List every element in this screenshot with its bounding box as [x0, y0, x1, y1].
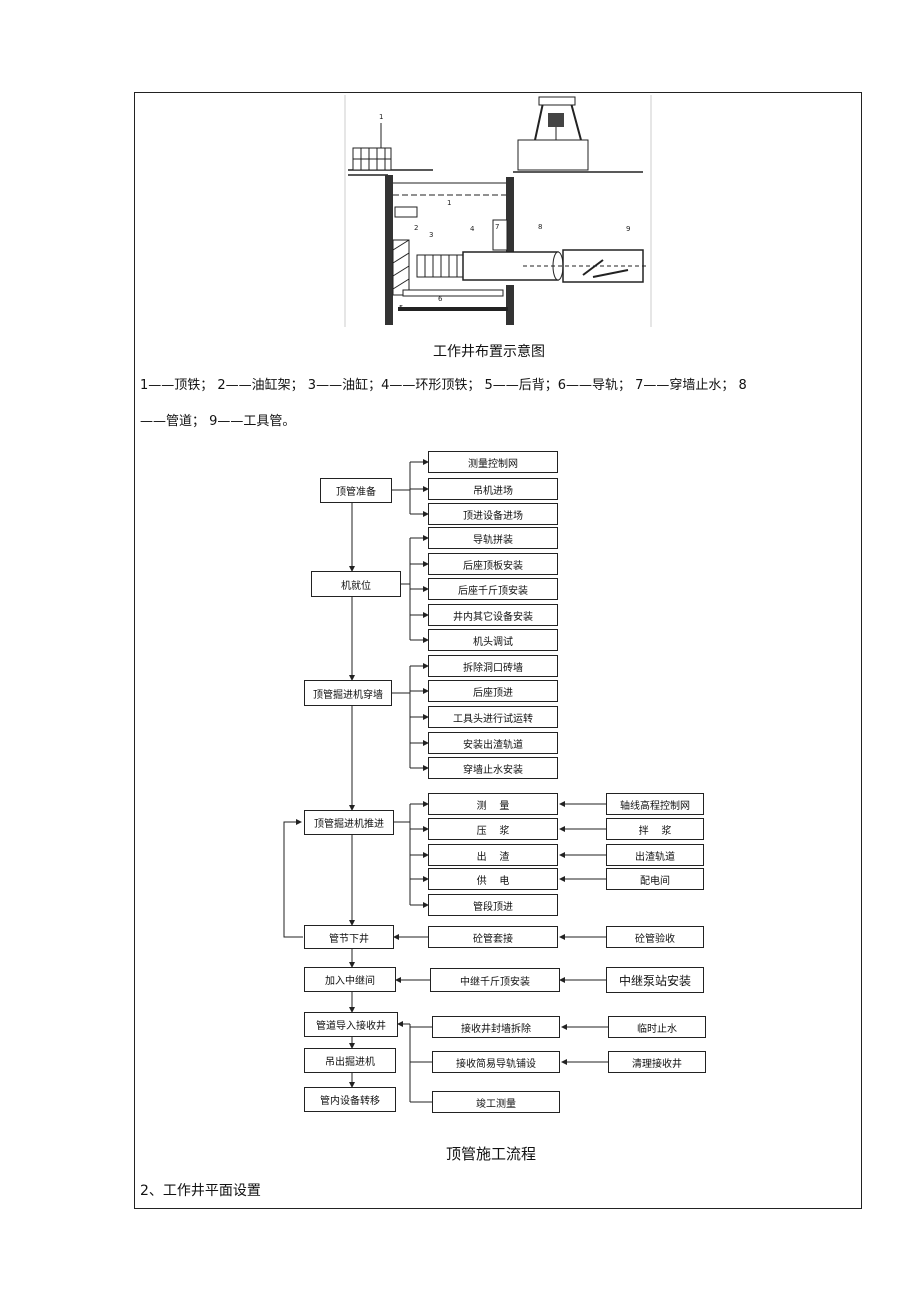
flow-zhongji-1: 中继千斤顶安装 — [430, 968, 560, 992]
flow-xiajing-2: 砼管验收 — [606, 926, 704, 948]
flow-g4-2: 压 浆 — [428, 818, 558, 840]
flow-xiajing-1: 砼管套接 — [428, 926, 558, 948]
flow-daogui-2: 清理接收井 — [608, 1051, 706, 1073]
callout-7: 7 — [495, 223, 499, 231]
flow-g4r-1: 轴线高程控制网 — [606, 793, 704, 815]
legend-line-1: 1——顶铁； 2——油缸架； 3——油缸；4——环形顶铁； 5——后背；6——导… — [140, 378, 747, 393]
callout-4: 4 — [470, 225, 475, 233]
flow-g4-3: 出 渣 — [428, 844, 558, 866]
flow-daogui-1: 接收简易导轨铺设 — [432, 1051, 560, 1073]
flow-g3-5: 穿墙止水安装 — [428, 757, 558, 779]
flow-jieshou-1: 接收井封墙拆除 — [432, 1016, 560, 1038]
document-frame — [134, 92, 862, 1209]
flow-g2-3: 后座千斤顶安装 — [428, 578, 558, 600]
work-shaft-diagram: 1 1 2 3 4 5 6 7 8 9 — [344, 95, 652, 327]
flow-g2-5: 机头调试 — [428, 629, 558, 651]
callout-9: 9 — [626, 225, 630, 233]
flow-g1-2: 吊机进场 — [428, 478, 558, 500]
flow-main-5: 管节下井 — [304, 925, 394, 949]
callout-2: 2 — [414, 224, 418, 232]
flow-main-4: 顶管掘进机推进 — [304, 810, 394, 835]
flow-main-2: 机就位 — [311, 571, 401, 597]
callout-1-top: 1 — [379, 113, 383, 121]
flow-g1-1: 测量控制网 — [428, 451, 558, 473]
flow-g4r-3: 出渣轨道 — [606, 844, 704, 866]
flow-g2-1: 导轨拼装 — [428, 527, 558, 549]
flow-g2-4: 井内其它设备安装 — [428, 604, 558, 626]
flow-g3-2: 后座顶进 — [428, 680, 558, 702]
callout-5: 5 — [399, 304, 403, 312]
flow-g4r-4: 配电间 — [606, 868, 704, 890]
flow-g4r-2: 拌 浆 — [606, 818, 704, 840]
flow-g4-1: 测 量 — [428, 793, 558, 815]
flow-jieshou-2: 临时止水 — [608, 1016, 706, 1038]
flow-g3-1: 拆除洞口砖墙 — [428, 655, 558, 677]
flow-main-1: 顶管准备 — [320, 478, 392, 503]
callout-6: 6 — [438, 295, 443, 303]
section-heading: 2、工作井平面设置 — [140, 1183, 261, 1199]
callout-1: 1 — [447, 199, 451, 207]
flow-g3-3: 工具头进行试运转 — [428, 706, 558, 728]
flow-main-3: 顶管掘进机穿墙 — [304, 680, 392, 706]
flow-zhongji-2: 中继泵站安装 — [606, 967, 704, 993]
flow-main-8: 吊出掘进机 — [304, 1048, 396, 1073]
flow-jungong-1: 竣工测量 — [432, 1091, 560, 1113]
flow-g1-3: 顶进设备进场 — [428, 503, 558, 525]
flow-main-9: 管内设备转移 — [304, 1087, 396, 1112]
diagram-caption: 工作井布置示意图 — [433, 344, 545, 360]
legend-line-2: ——管道； 9——工具管。 — [140, 414, 296, 429]
flow-main-6: 加入中继间 — [304, 967, 396, 992]
flow-main-7: 管道导入接收井 — [304, 1012, 398, 1037]
flow-g3-4: 安装出渣轨道 — [428, 732, 558, 754]
callout-3: 3 — [429, 231, 433, 239]
flow-g4-4: 供 电 — [428, 868, 558, 890]
callout-8: 8 — [538, 223, 542, 231]
flow-caption: 顶管施工流程 — [446, 1145, 537, 1163]
flow-g2-2: 后座顶板安装 — [428, 553, 558, 575]
flow-g4-5: 管段顶进 — [428, 894, 558, 916]
